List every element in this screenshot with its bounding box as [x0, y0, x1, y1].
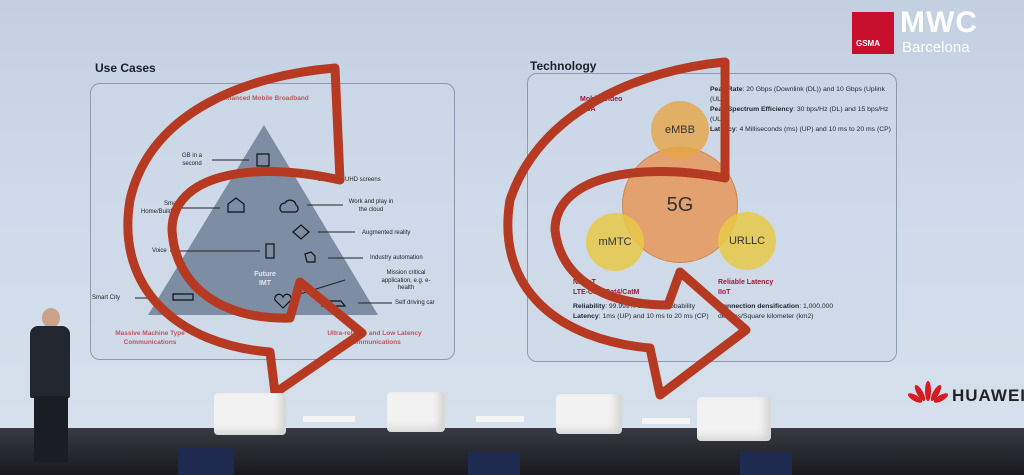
home-icon: [227, 197, 245, 213]
speaker-body: [30, 326, 70, 398]
side-table: [476, 416, 524, 422]
side-table: [642, 418, 690, 424]
gsma-text: GSMA: [856, 39, 880, 48]
reliability-label: Reliability: [573, 303, 606, 310]
technology-title: Technology: [530, 59, 597, 73]
bullet-iiot: IIoT: [718, 289, 731, 296]
urllc-details: Reliable Latency IIoT Connection densifi…: [718, 278, 838, 322]
label-voice: Voice: [152, 248, 167, 254]
label-car: Self driving car: [395, 300, 435, 306]
label-cloud: Work and play in the cloud: [348, 199, 394, 213]
latency2-value: : 1ms (UP) and 10 ms to 20 ms (CP): [598, 313, 709, 320]
triangle: [148, 125, 378, 315]
cloud-icon: [279, 199, 299, 213]
peak-rate-value: : 20 Gbps (Downlink (DL)) and 10 Gbps (U…: [710, 86, 885, 103]
label-city: Smart City: [92, 295, 121, 301]
left-curved-arrow: [123, 63, 367, 398]
armchair: [387, 392, 445, 432]
ar-icon: [292, 224, 310, 240]
right-curved-arrow: [503, 57, 751, 400]
label-home: Smart Home/Building: [140, 201, 180, 215]
server-icon: [256, 153, 270, 167]
huawei-flower-icon: [908, 381, 948, 403]
city-text: Barcelona: [902, 39, 970, 56]
label-mission: Mission critical application, e.g. e-hea…: [381, 270, 431, 291]
mwc-text: MWC: [900, 6, 978, 39]
bullet-reliable-latency: Reliable Latency: [718, 279, 774, 286]
label-gb: GB in a second: [181, 153, 202, 167]
speaker-legs: [34, 396, 68, 462]
embb-circle: eMBB: [651, 101, 709, 159]
mmtc-label: mMTC: [598, 236, 632, 248]
mmtc-circle: mMTC: [586, 213, 644, 271]
latency-value: : 4 Milliseconds (ms) (UP) and 10 ms to …: [735, 126, 891, 133]
embb-label: eMBB: [665, 124, 695, 136]
gsma-logo: GSMA: [852, 12, 894, 54]
huawei-text: HUAWEI: [952, 386, 1024, 405]
5g-label: 5G: [666, 193, 694, 216]
latency2-label: Latency: [573, 313, 599, 320]
stage-monitor: [178, 448, 234, 475]
label-video: 3D video, UHD screens: [318, 177, 381, 183]
spectrum-label: Peak Spectrum Efficiency: [710, 106, 794, 113]
label-ar: Augmented reality: [362, 230, 411, 236]
spectrum-value: : 30 bps/Hz (DL) and 15 bps/Hz (UL): [710, 106, 889, 123]
armchair: [214, 393, 286, 435]
density-value: : 1,000,000 devices/Square kilometer (km…: [718, 303, 834, 320]
speaker-head: [42, 308, 60, 328]
future-imt-label: Future IMT: [254, 271, 276, 287]
stage-monitor: [468, 452, 520, 475]
arrow-overlays: [123, 57, 751, 400]
stage-monitor: [740, 452, 792, 475]
density-label: Connection densification: [718, 303, 800, 310]
urllc-heading: Ultra-reliable and Low Latency Communica…: [327, 330, 422, 346]
city-icon: [172, 293, 194, 301]
robot-arm-icon: [304, 251, 316, 263]
armchair: [556, 394, 622, 434]
phone-icon: [265, 243, 275, 259]
use-cases-title: Use Cases: [95, 61, 156, 75]
armchair: [697, 397, 771, 441]
embb-heading: Enhanced Mobile Broadband: [219, 95, 309, 102]
urllc-label: URLLC: [728, 235, 766, 247]
label-industry: Industry automation: [370, 255, 423, 261]
mmtc-heading: Massive Machine Type Communications: [115, 330, 185, 346]
side-table: [303, 416, 355, 422]
urllc-circle: URLLC: [718, 212, 776, 270]
